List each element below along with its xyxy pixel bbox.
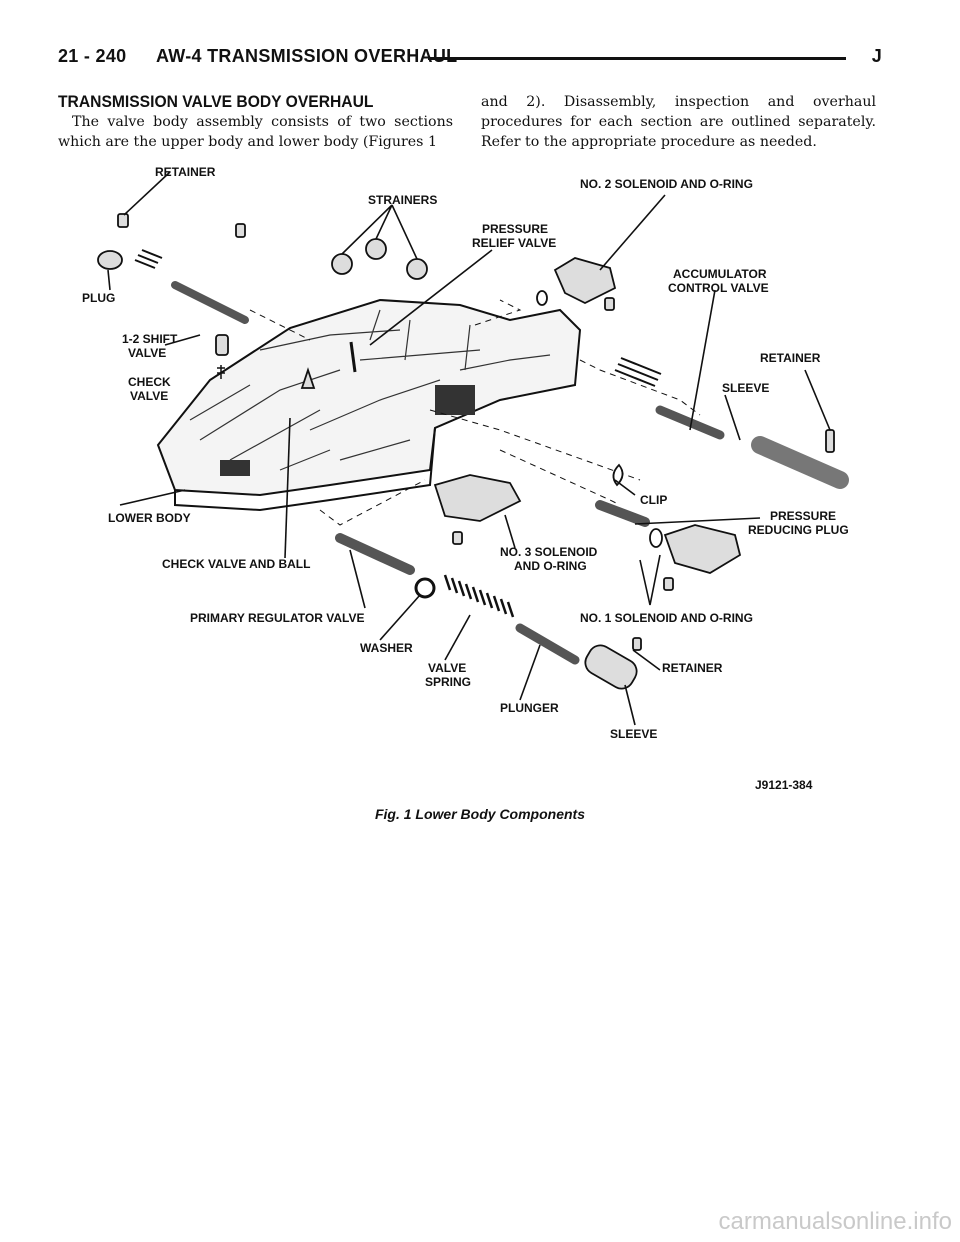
label-retainer-top: RETAINER bbox=[155, 165, 216, 179]
header-rule bbox=[428, 57, 846, 60]
label-shift-2: VALVE bbox=[128, 346, 166, 360]
lower-body-components-illustration: RETAINER STRAINERS PRESSURE RELIEF VALVE… bbox=[82, 165, 849, 741]
label-no3-solenoid-1: NO. 3 SOLENOID bbox=[500, 545, 598, 559]
component-parts bbox=[97, 213, 849, 690]
label-valve-spring-1: VALVE bbox=[428, 661, 466, 675]
paragraph-left: The valve body assembly consists of two … bbox=[58, 114, 453, 150]
label-sleeve-right: SLEEVE bbox=[722, 381, 769, 395]
figure-id: J9121-384 bbox=[755, 778, 813, 792]
diagram-labels: RETAINER STRAINERS PRESSURE RELIEF VALVE… bbox=[82, 165, 849, 741]
label-pressure-relief-1: PRESSURE bbox=[482, 222, 548, 236]
page-number: 21 - 240 bbox=[58, 46, 127, 66]
header-title: AW-4 TRANSMISSION OVERHAUL bbox=[156, 46, 458, 66]
label-washer: WASHER bbox=[360, 641, 413, 655]
header-letter: J bbox=[871, 46, 882, 66]
exploded-diagram: RETAINER STRAINERS PRESSURE RELIEF VALVE… bbox=[80, 160, 880, 800]
dashed-guides bbox=[249, 299, 701, 526]
page-header: 21 - 240 AW-4 TRANSMISSION OVERHAUL J bbox=[58, 44, 882, 78]
leader-lines bbox=[107, 171, 831, 726]
label-no2-solenoid: NO. 2 SOLENOID AND O-RING bbox=[580, 177, 753, 191]
label-retainer-right: RETAINER bbox=[760, 351, 821, 365]
label-retainer-bottom: RETAINER bbox=[662, 661, 723, 675]
label-pressure-reducing-2: REDUCING PLUG bbox=[748, 523, 849, 537]
label-primary-regulator: PRIMARY REGULATOR VALVE bbox=[190, 611, 364, 625]
watermark: carmanualsonline.info bbox=[718, 1208, 952, 1235]
label-no1-solenoid: NO. 1 SOLENOID AND O-RING bbox=[580, 611, 753, 625]
label-accumulator-2: CONTROL VALVE bbox=[668, 281, 769, 295]
section-title: TRANSMISSION VALVE BODY OVERHAUL bbox=[58, 92, 374, 111]
label-no3-solenoid-2: AND O-RING bbox=[514, 559, 587, 573]
paragraph-right: and 2). Disassembly, inspection and over… bbox=[481, 94, 876, 150]
label-strainers: STRAINERS bbox=[368, 193, 437, 207]
label-sleeve-bottom: SLEEVE bbox=[610, 727, 657, 741]
figure-caption: Fig. 1 Lower Body Components bbox=[374, 806, 585, 822]
label-valve-spring-2: SPRING bbox=[425, 675, 471, 689]
lower-body-plate bbox=[156, 298, 582, 512]
label-shift-1: 1-2 SHIFT bbox=[122, 332, 178, 346]
label-plug: PLUG bbox=[82, 291, 115, 305]
label-check-valve-ball: CHECK VALVE AND BALL bbox=[162, 557, 310, 571]
label-lower-body: LOWER BODY bbox=[108, 511, 191, 525]
label-clip: CLIP bbox=[640, 493, 667, 507]
label-check-1: CHECK bbox=[128, 375, 171, 389]
label-accumulator-1: ACCUMULATOR bbox=[673, 267, 767, 281]
label-check-2: VALVE bbox=[130, 389, 168, 403]
label-pressure-relief-2: RELIEF VALVE bbox=[472, 236, 556, 250]
label-plunger: PLUNGER bbox=[500, 701, 559, 715]
label-pressure-reducing-1: PRESSURE bbox=[770, 509, 836, 523]
